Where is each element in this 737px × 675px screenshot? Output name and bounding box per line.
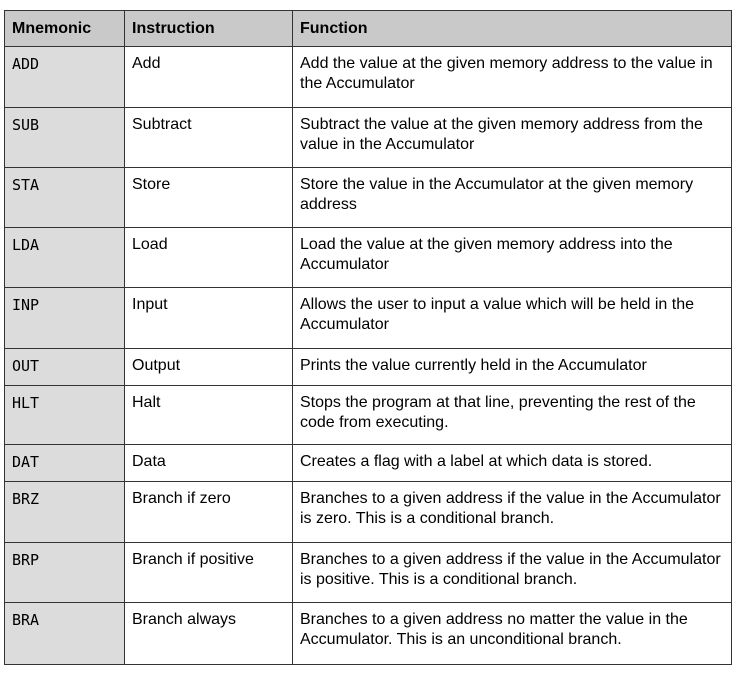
mnemonic-cell: DAT (4, 444, 125, 482)
header-instruction: Instruction (124, 10, 293, 47)
function-cell: Load the value at the given memory addre… (292, 227, 732, 288)
header-function: Function (292, 10, 732, 47)
instruction-cell: Data (124, 444, 293, 482)
instruction-cell: Input (124, 287, 293, 349)
table-row: SUB Subtract Subtract the value at the g… (4, 107, 732, 168)
table-row: INP Input Allows the user to input a val… (4, 287, 732, 349)
table-row: HLT Halt Stops the program at that line,… (4, 385, 732, 445)
table-row: OUT Output Prints the value currently he… (4, 348, 732, 386)
header-mnemonic: Mnemonic (4, 10, 125, 47)
instruction-cell: Output (124, 348, 293, 386)
mnemonic-cell: LDA (4, 227, 125, 288)
instruction-cell: Branch if positive (124, 542, 293, 603)
instruction-cell: Store (124, 167, 293, 228)
mnemonic-cell: BRZ (4, 481, 125, 543)
function-cell: Branches to a given address if the value… (292, 542, 732, 603)
table-row: BRZ Branch if zero Branches to a given a… (4, 481, 732, 543)
mnemonic-cell: STA (4, 167, 125, 228)
function-cell: Store the value in the Accumulator at th… (292, 167, 732, 228)
table-body: ADD Add Add the value at the given memor… (4, 46, 732, 665)
table-row: BRA Branch always Branches to a given ad… (4, 602, 732, 665)
table-header: Mnemonic Instruction Function (4, 10, 732, 47)
instruction-cell: Load (124, 227, 293, 288)
mnemonic-cell: INP (4, 287, 125, 349)
table-row: DAT Data Creates a flag with a label at … (4, 444, 732, 482)
mnemonic-cell: BRA (4, 602, 125, 665)
function-cell: Branches to a given address no matter th… (292, 602, 732, 665)
instruction-cell: Branch always (124, 602, 293, 665)
function-cell: Subtract the value at the given memory a… (292, 107, 732, 168)
mnemonic-cell: OUT (4, 348, 125, 386)
instruction-table: Mnemonic Instruction Function ADD Add Ad… (4, 10, 732, 665)
table-row: ADD Add Add the value at the given memor… (4, 46, 732, 108)
function-cell: Allows the user to input a value which w… (292, 287, 732, 349)
function-cell: Branches to a given address if the value… (292, 481, 732, 543)
instruction-cell: Branch if zero (124, 481, 293, 543)
function-cell: Stops the program at that line, preventi… (292, 385, 732, 445)
table-row: STA Store Store the value in the Accumul… (4, 167, 732, 228)
function-cell: Creates a flag with a label at which dat… (292, 444, 732, 482)
instruction-cell: Halt (124, 385, 293, 445)
instruction-cell: Add (124, 46, 293, 108)
function-cell: Add the value at the given memory addres… (292, 46, 732, 108)
mnemonic-cell: ADD (4, 46, 125, 108)
function-cell: Prints the value currently held in the A… (292, 348, 732, 386)
header-row: Mnemonic Instruction Function (4, 10, 732, 47)
table-row: LDA Load Load the value at the given mem… (4, 227, 732, 288)
mnemonic-cell: BRP (4, 542, 125, 603)
mnemonic-cell: SUB (4, 107, 125, 168)
mnemonic-cell: HLT (4, 385, 125, 445)
instruction-cell: Subtract (124, 107, 293, 168)
table-row: BRP Branch if positive Branches to a giv… (4, 542, 732, 603)
